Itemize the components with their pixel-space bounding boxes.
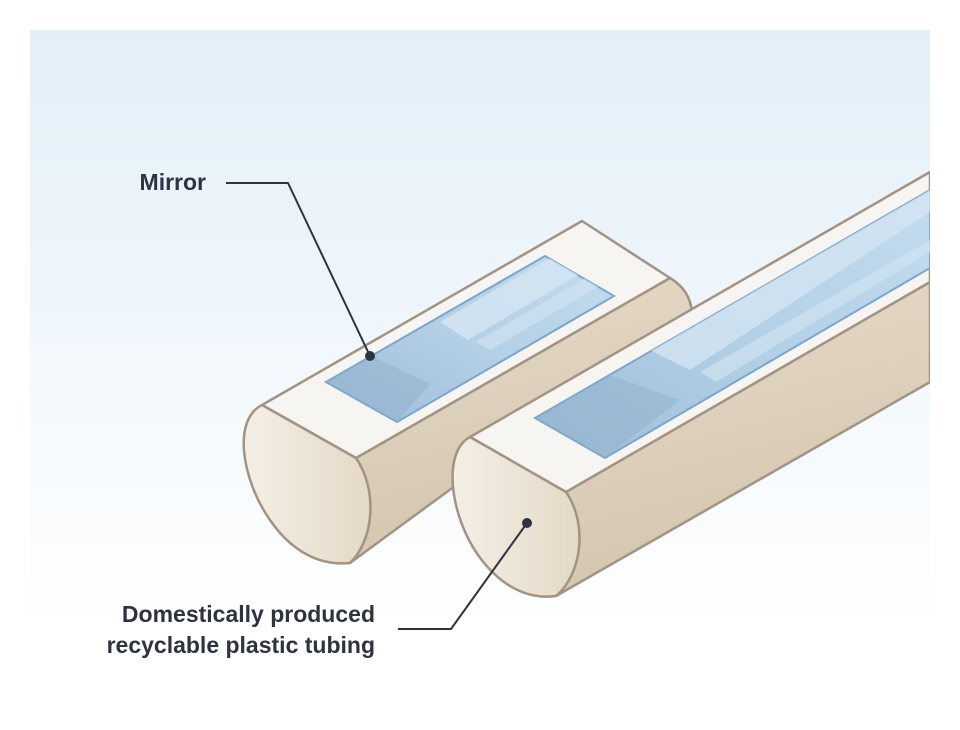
short-tube-mirror-highlights xyxy=(326,256,614,422)
tubing-callout: Domestically produced recyclable plastic… xyxy=(107,518,532,658)
tubing-leader-line xyxy=(398,522,528,630)
mirror-label: Mirror xyxy=(140,169,207,195)
long-tube-mirror-highlights xyxy=(535,190,930,458)
long-tube-end-cap xyxy=(451,435,581,598)
tubing-label-line-1: Domestically produced xyxy=(122,601,375,627)
long-tube xyxy=(451,170,930,598)
mirror-callout: Mirror xyxy=(140,169,375,361)
mirror-leader-line xyxy=(226,182,371,357)
tubing-label-line-2: recyclable plastic tubing xyxy=(107,632,375,658)
mirror-leader-dot xyxy=(365,351,375,361)
short-tube-mirror xyxy=(323,254,616,424)
tubing-leader-dot xyxy=(522,518,532,528)
short-tube-end-cap xyxy=(242,403,372,565)
